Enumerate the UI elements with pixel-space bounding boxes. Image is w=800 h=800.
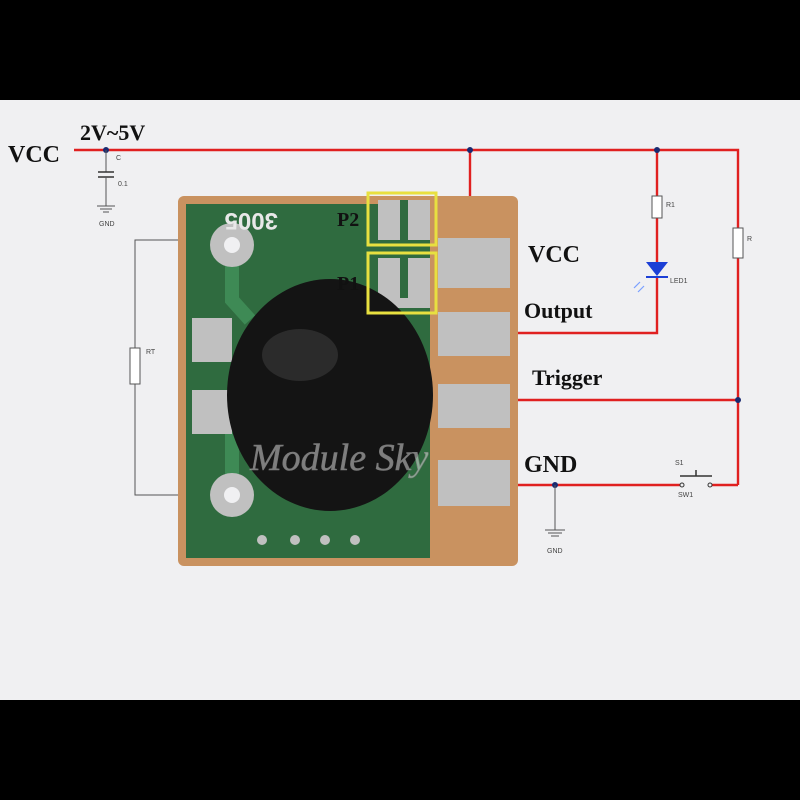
r-label: R xyxy=(747,236,752,243)
ground-label-right: GND xyxy=(547,548,563,555)
output-wire xyxy=(478,276,659,335)
watermark-text: Module Sky xyxy=(249,437,428,479)
resistor-r1 xyxy=(651,195,663,219)
resistor-rt xyxy=(129,347,141,385)
switch-name-label: SW1 xyxy=(678,492,693,499)
led-label: LED1 xyxy=(670,278,688,285)
pad-left-upper xyxy=(192,318,232,362)
pcb-board xyxy=(178,196,518,566)
trigger-label: Trigger xyxy=(532,365,603,390)
pad-left-lower xyxy=(192,390,232,434)
pad-gnd xyxy=(438,460,510,506)
vcc-rail xyxy=(74,148,740,485)
p1-highlight-box xyxy=(366,251,438,315)
output-label: Output xyxy=(524,298,593,323)
pad-trigger xyxy=(438,384,510,428)
p2-label: P2 xyxy=(337,209,359,231)
switch-ref-label: S1 xyxy=(675,460,684,467)
p1-label: P1 xyxy=(337,273,359,295)
gnd-label: GND xyxy=(524,452,577,478)
capacitor-label: C xyxy=(116,155,121,162)
pad-vcc xyxy=(438,238,510,288)
led-icon xyxy=(633,262,668,293)
push-switch-icon xyxy=(679,470,713,488)
voltage-label: 2V~5V xyxy=(80,120,145,145)
resistor-r xyxy=(732,227,744,259)
pad-output xyxy=(438,312,510,356)
ground-icon xyxy=(545,485,565,537)
capacitor-value: 0.1 xyxy=(118,181,128,188)
capacitor xyxy=(97,150,115,213)
rt-label: RT xyxy=(146,349,156,356)
vcc-right-label: VCC xyxy=(528,242,580,268)
ground-label-left: GND xyxy=(99,221,115,228)
p2-highlight-box xyxy=(366,191,438,247)
vcc-left-label: VCC xyxy=(8,142,60,168)
r1-label: R1 xyxy=(666,202,675,209)
board-silkscreen-text: 3005 xyxy=(225,207,278,234)
